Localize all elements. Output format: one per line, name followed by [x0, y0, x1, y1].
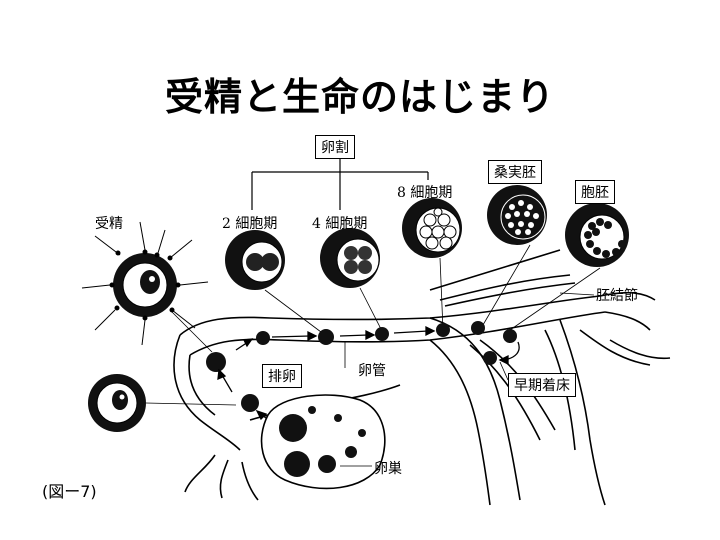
cleavage-bracket	[251, 157, 429, 210]
label-two-cell: 2 細胞期	[222, 216, 278, 232]
label-fertilization: 受精	[95, 216, 123, 232]
label-morula: 桑実胚	[488, 160, 542, 184]
label-early-implantation: 早期着床	[508, 373, 576, 397]
leader-lines	[340, 292, 595, 467]
ovulated-egg	[88, 374, 237, 432]
oviduct-embryos	[206, 321, 517, 412]
morula-stage	[479, 185, 547, 331]
label-gastrula: 胚結節	[596, 288, 638, 304]
label-oviduct: 卵管	[358, 363, 386, 379]
path-arrows	[217, 325, 520, 426]
slide-title: 受精と生命のはじまり	[164, 75, 555, 119]
label-cleavage: 卵割	[315, 135, 355, 159]
two-cell-stage	[225, 230, 326, 336]
eight-cell-stage	[402, 198, 462, 331]
label-blastocyst: 胞胚	[575, 180, 615, 204]
figure-caption: (図ー7)	[42, 482, 97, 501]
label-ovary: 卵巣	[374, 461, 402, 477]
label-ovulation: 排卵	[262, 364, 302, 388]
fertilized-egg	[81, 221, 213, 353]
ovary	[260, 394, 386, 490]
label-eight-cell: 8 細胞期	[397, 185, 453, 201]
four-cell-stage	[320, 228, 384, 334]
blastocyst-stage	[509, 203, 629, 331]
label-four-cell: 4 細胞期	[312, 216, 368, 232]
